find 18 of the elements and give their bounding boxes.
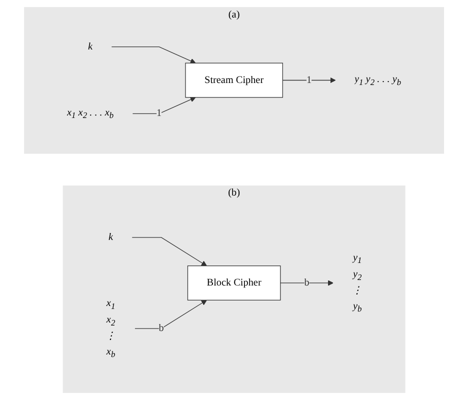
arrow — [280, 280, 334, 286]
node-text: x$_{1}$ x$_{2}$ . . . x$_{b}$ — [66, 107, 114, 120]
edge-label: 1 — [156, 108, 162, 119]
node-text: x$_{1}$ x$_{2}$ ⋮ x$_{b}$ — [106, 298, 116, 360]
node-text: k — [108, 232, 113, 243]
node-text: y$_{1}$ y$_{2}$ . . . y$_{b}$ — [354, 74, 402, 87]
edge-label: b — [158, 322, 164, 334]
arrow — [134, 300, 207, 329]
arrow — [132, 237, 207, 266]
arrow — [111, 46, 196, 64]
node-text: y$_{1}$ y$_{2}$ ⋮ y$_{b}$ — [352, 252, 362, 314]
edge-label: 1 — [306, 74, 312, 86]
edge-label: b — [304, 277, 310, 288]
node-text: k — [88, 41, 93, 52]
node-box: Stream Cipher — [185, 62, 283, 98]
arrow — [132, 96, 196, 114]
node-box: Block Cipher — [187, 266, 281, 300]
arrow — [282, 77, 336, 84]
